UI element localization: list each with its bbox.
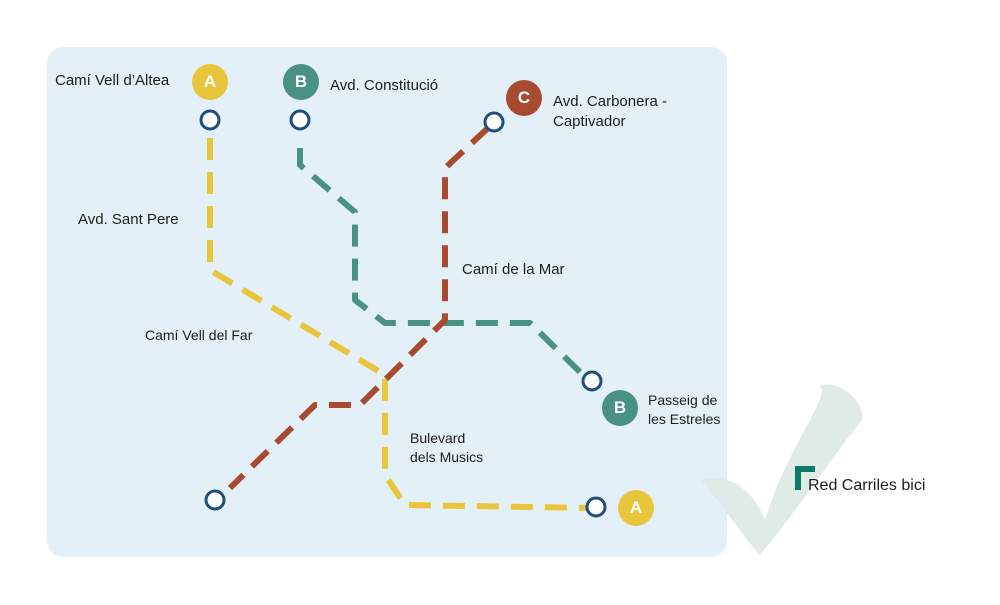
station-line-a-end <box>585 496 607 518</box>
line-c-badge: C <box>506 80 542 116</box>
label-bulevard-2: dels Musics <box>410 449 484 465</box>
legend-accent-icon <box>795 466 815 490</box>
label-cami-de-la-mar: Camí de la Mar <box>462 261 565 278</box>
label-avd-carbonera-1: Avd. Carbonera - <box>553 93 667 110</box>
line-b-badge-top: B <box>283 64 319 100</box>
station-passeig-estreles <box>581 370 603 392</box>
label-cami-vell-far: Camí Vell del Far <box>145 327 253 343</box>
label-avd-carbonera-2: Captivador <box>553 113 626 130</box>
line-b-badge-bottom: B <box>602 390 638 426</box>
label-avd-sant-pere: Avd. Sant Pere <box>78 211 179 228</box>
map-panel <box>47 47 727 557</box>
station-line-c-end <box>204 489 226 511</box>
station-avd-constitucio <box>289 109 311 131</box>
line-a-path <box>207 138 591 511</box>
line-b-path <box>297 148 583 375</box>
label-avd-constitucio: Avd. Constitució <box>330 77 439 94</box>
station-cami-vell-altea <box>199 109 221 131</box>
line-c-path <box>227 125 491 491</box>
legend-label: Red Carriles bici <box>808 477 926 494</box>
label-cami-vell-altea: Camí Vell d’Altea <box>55 72 170 89</box>
line-a-badge-bottom: A <box>618 490 654 526</box>
label-passeig-2: les Estreles <box>648 411 721 427</box>
checkmark-icon <box>700 384 863 555</box>
label-passeig-1: Passeig de <box>648 392 718 408</box>
station-avd-carbonera <box>483 111 505 133</box>
label-bulevard-1: Bulevard <box>410 430 466 446</box>
line-a-badge-top: A <box>192 64 228 100</box>
